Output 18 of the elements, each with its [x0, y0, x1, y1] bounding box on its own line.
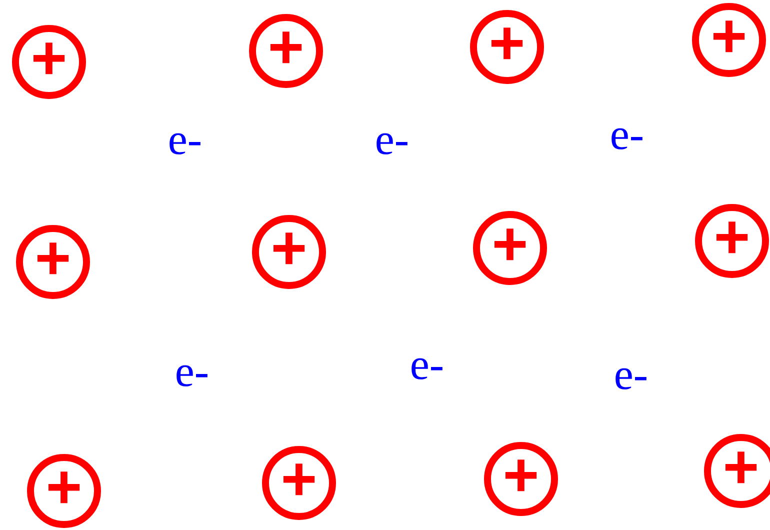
plus-sign: +: [268, 17, 304, 79]
plus-sign: +: [270, 218, 308, 280]
plus-sign: +: [46, 457, 82, 519]
plus-sign: +: [492, 214, 528, 276]
electron-label: e-: [174, 350, 210, 394]
plus-sign: +: [34, 228, 72, 290]
electron-label: e-: [614, 353, 648, 397]
plus-sign: +: [30, 28, 68, 90]
electron-label: e-: [168, 118, 202, 162]
electron-label: e-: [410, 343, 444, 387]
plus-sign: +: [722, 437, 760, 499]
electron-label: e-: [374, 118, 410, 162]
plus-sign: +: [710, 6, 748, 68]
electron-label: e-: [610, 113, 644, 157]
plus-sign: +: [280, 449, 318, 511]
plus-sign: +: [502, 445, 540, 507]
plus-sign: +: [714, 207, 750, 269]
plus-sign: +: [488, 13, 526, 75]
